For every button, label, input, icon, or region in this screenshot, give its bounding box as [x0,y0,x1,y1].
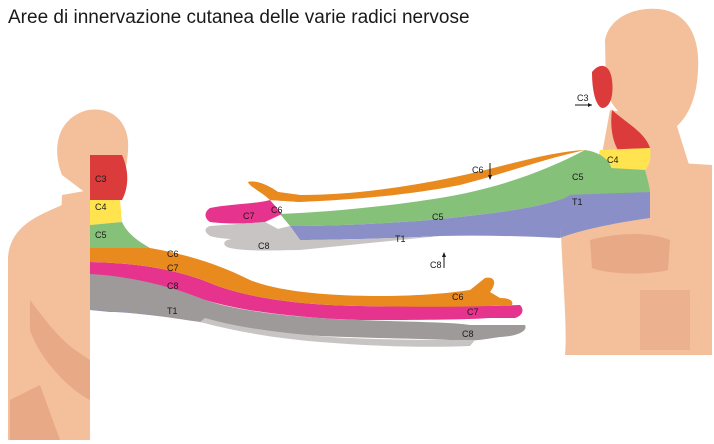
front-hand-label-c7: C7 [243,211,255,221]
front-label-c3: C3 [577,93,589,103]
back-label-t1: T1 [167,306,178,316]
front-arrowhead-c8 [442,252,446,257]
back-neck [60,190,92,245]
front-hand-label-c6: C6 [271,205,283,215]
front-chest-shading [590,234,670,274]
front-pointer-c6: C6 [472,165,484,175]
back-hand-label-c6: C6 [452,292,464,302]
back-label-c8: C8 [167,281,179,291]
back-label-c3: C3 [95,174,107,184]
front-pointer-c8: C8 [430,260,442,270]
back-hand-label-c7: C7 [467,307,479,317]
back-label-c6: C6 [167,249,179,259]
front-hand-label-c8: C8 [258,241,270,251]
back-label-c5: C5 [95,230,107,240]
front-hand-c6 [248,182,300,202]
back-label-c4: C4 [95,202,107,212]
back-view-figure: C3 C4 C5 C6 C7 C8 T1 C6 C7 C8 [8,109,526,440]
front-label-c4: C4 [607,155,619,165]
back-label-c7: C7 [167,263,179,273]
front-label-c5-shoulder: C5 [572,172,584,182]
front-label-c5-arm: C5 [432,212,444,222]
front-arrowhead-c3 [588,103,592,107]
front-abdomen-shading [640,290,690,350]
front-label-t1-arm: T1 [395,234,406,244]
front-label-t1: T1 [572,197,583,207]
back-hand-label-c8: C8 [462,329,474,339]
front-dermatome-c3 [592,66,613,108]
front-arrowhead-c6 [488,175,492,180]
